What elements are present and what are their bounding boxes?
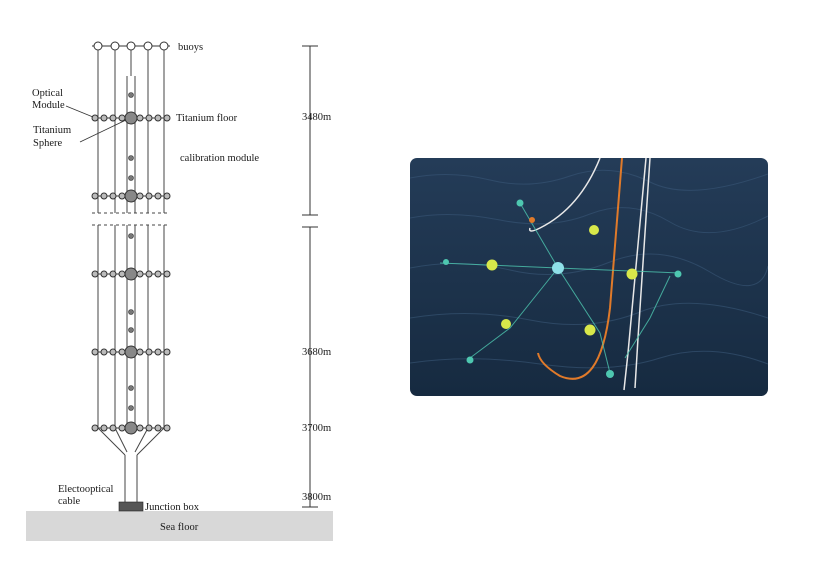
- buoy-icon: [159, 41, 169, 51]
- buoys-group: [92, 41, 170, 51]
- floor: [91, 267, 171, 281]
- depth-ruler: [302, 45, 318, 508]
- electro-cable-label-1: Electooptical: [58, 484, 113, 495]
- depth-label-1: 3480m: [302, 112, 331, 123]
- central-column-beads: [128, 92, 134, 411]
- teal-module-icon: [606, 370, 614, 378]
- teal-module-icon: [516, 199, 524, 207]
- buoy-icon: [143, 41, 153, 51]
- teal-module-icon: [552, 262, 564, 274]
- buoy-icon: [126, 41, 136, 51]
- yellow-module-icon: [501, 319, 511, 329]
- yellow-module-icon: [589, 225, 599, 235]
- buoy-icon: [93, 41, 103, 51]
- electro-cable-label-2: cable: [58, 496, 80, 507]
- titanium-floor-label: Titanium floor: [176, 113, 238, 124]
- optical-module-label-2: Module: [32, 100, 65, 111]
- buoys-label: buoys: [178, 42, 203, 53]
- titanium-floors: [91, 111, 171, 435]
- junction-box-label: Junction box: [145, 502, 200, 513]
- sea-floor-label: Sea floor: [160, 522, 199, 533]
- junction-box-icon: [118, 501, 144, 512]
- titanium-sphere-label-1: Titanium: [33, 125, 71, 136]
- titanium-sphere-label-2: Sphere: [33, 138, 62, 149]
- floor: [91, 345, 171, 359]
- floor: [91, 421, 171, 435]
- titanium-sphere-leader: [79, 119, 127, 143]
- yellow-module-icon: [486, 259, 498, 271]
- buoy-icon: [110, 41, 120, 51]
- floor: [91, 189, 171, 203]
- calibration-module-label: calibration module: [180, 153, 259, 164]
- sea-floor-band: [26, 511, 333, 541]
- orange-module-icon: [529, 217, 535, 223]
- depth-label-4: 3800m: [302, 492, 331, 503]
- yellow-module-icon: [626, 268, 638, 280]
- detector-modules: [443, 199, 682, 378]
- water-surface: [410, 158, 768, 396]
- tower-strings: [92, 50, 170, 503]
- optical-module-leader: [65, 105, 94, 118]
- teal-module-icon: [466, 356, 474, 364]
- orange-cable: [537, 158, 623, 380]
- underwater-deployment-photo: [410, 158, 768, 396]
- optical-module-label-1: Optical: [32, 88, 63, 99]
- depth-label-2: 3680m: [302, 347, 331, 358]
- teal-module-icon: [443, 259, 449, 265]
- teal-module-icon: [674, 270, 682, 278]
- floor: [91, 111, 171, 125]
- yellow-module-icon: [584, 324, 596, 336]
- depth-label-3: 3700m: [302, 423, 331, 434]
